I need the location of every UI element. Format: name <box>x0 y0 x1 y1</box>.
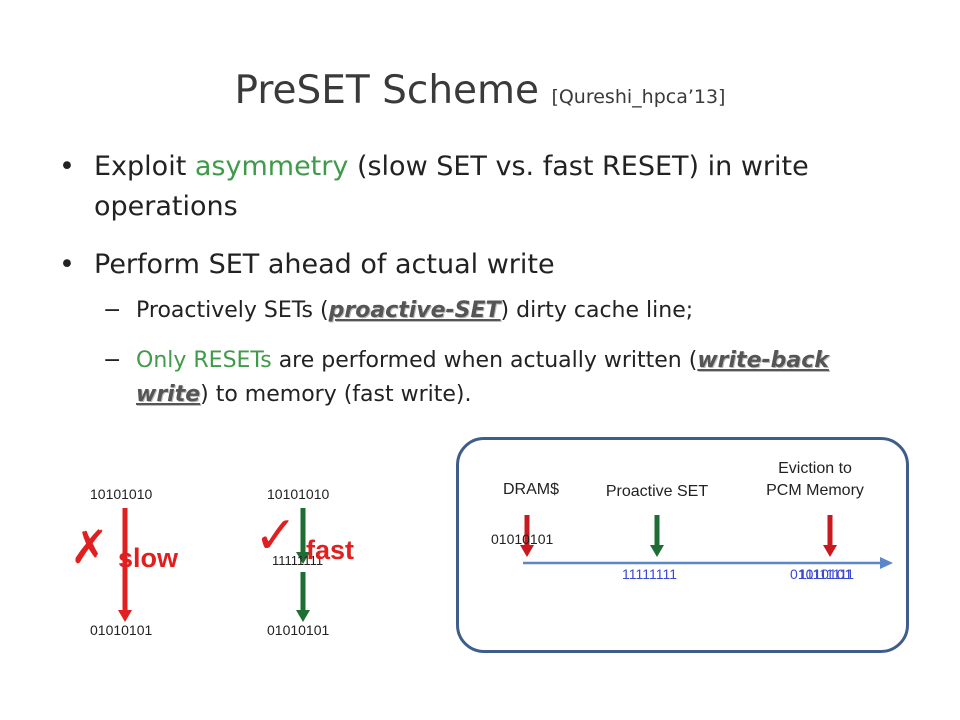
sub-bullet-text: ) dirty cache line; <box>500 298 694 323</box>
slow-bottom-value: 01010101 <box>90 622 153 638</box>
cross-icon: ✗ <box>70 520 109 574</box>
fast-arrow-2-head <box>296 610 310 622</box>
eviction-value-a: 01010101 <box>790 566 853 582</box>
eviction-stage-title-line1: Eviction to <box>778 460 852 477</box>
proactive-set-term: proactive-SET <box>328 298 501 323</box>
sub-bullet-proactive-set: − Proactively SETs (proactive-SET) dirty… <box>103 294 896 328</box>
eviction-stage-title-line2: PCM Memory <box>766 482 864 499</box>
bullet-marker: • <box>59 151 75 182</box>
fast-label: fast <box>306 535 355 565</box>
sub-bullet-marker: − <box>103 298 122 323</box>
asymmetry-highlight: asymmetry <box>194 151 349 182</box>
bullet-text: Exploit <box>94 151 195 182</box>
slide-title: PreSET Scheme [Qureshi_hpca’13] <box>0 68 960 113</box>
dram-arrow-head <box>520 545 534 557</box>
proactive-arrow-head <box>650 545 664 557</box>
slow-arrow-head <box>118 610 132 622</box>
dram-stage-title: DRAM$ <box>503 481 560 498</box>
fast-mid-value: 11111111 <box>272 553 324 568</box>
only-resets-highlight: Only RESETs <box>136 348 272 373</box>
fast-bottom-value: 01010101 <box>267 622 330 638</box>
proactive-stage-title: Proactive SET <box>605 483 709 500</box>
sub-bullet-text: are performed when actually written ( <box>271 348 698 373</box>
title-citation: [Qureshi_hpca’13] <box>551 86 726 108</box>
eviction-arrow-head <box>823 545 837 557</box>
sub-bullet-marker: − <box>103 348 122 373</box>
timeline-arrow-head <box>880 557 893 569</box>
bullet-text: Perform SET ahead of actual write <box>94 249 555 280</box>
proactive-value: 11111111 <box>622 566 678 582</box>
write-back-write-term: write-back write <box>136 348 829 407</box>
bullet-asymmetry: • Exploit asymmetry (slow SET vs. fast R… <box>59 147 884 227</box>
slow-top-value: 10101010 <box>90 486 153 502</box>
title-text: PreSET Scheme <box>234 68 540 113</box>
sub-bullet-text: ) to memory (fast write). <box>200 382 472 407</box>
dram-value: 01010101 <box>491 531 554 547</box>
bullet-marker: • <box>59 249 75 280</box>
check-icon: ✓ <box>254 506 298 566</box>
fast-arrow-1-head <box>296 552 310 564</box>
sub-bullet-only-resets: − Only RESETs are performed when actuall… <box>103 344 896 412</box>
slow-label: slow <box>118 543 179 573</box>
sub-bullet-text: Proactively SETs ( <box>136 298 329 323</box>
bullet-perform-set: • Perform SET ahead of actual write <box>59 245 884 285</box>
preset-flow-panel <box>456 437 909 653</box>
eviction-value-b: 11111111 <box>799 566 855 582</box>
fast-top-value: 10101010 <box>267 486 330 502</box>
bullet-text: (slow SET vs. fast RESET) in write opera… <box>94 151 809 222</box>
